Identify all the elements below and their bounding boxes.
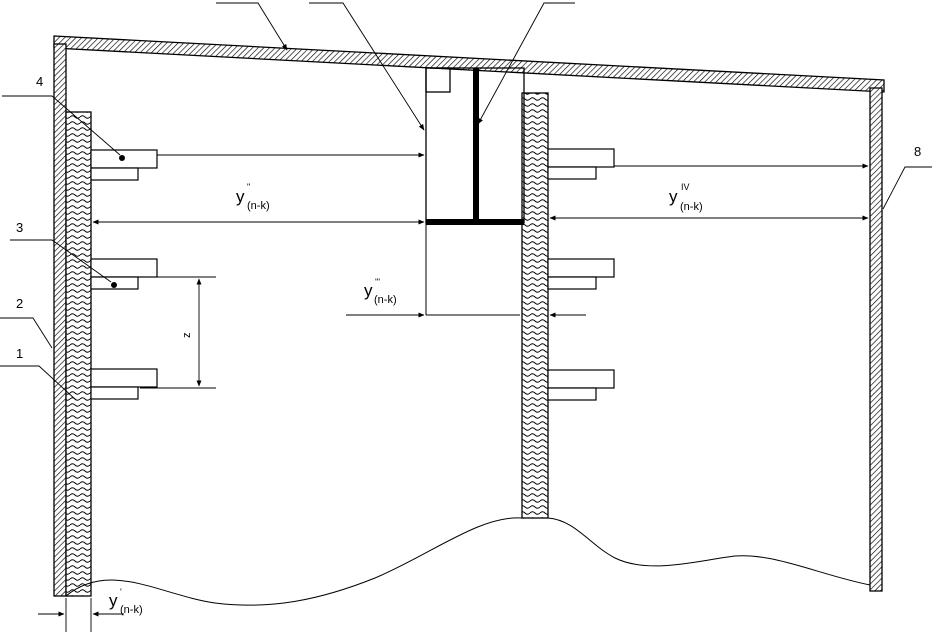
svg-text:y: y [669, 187, 678, 206]
callout-1: 1 [16, 346, 23, 361]
label-y3: y '" (n-k) [364, 277, 397, 306]
callout-8: 8 [914, 144, 921, 159]
middle-insulation-panel [521, 92, 549, 519]
right-bracket-bottom [547, 369, 615, 401]
column-stem [473, 68, 479, 221]
label-y4: y IV (n-k) [669, 182, 703, 213]
column-flange [426, 219, 524, 225]
leader-2 [0, 317, 53, 349]
break-line [65, 517, 871, 606]
right-bracket-mid [547, 258, 615, 290]
svg-text:IV: IV [681, 182, 690, 192]
callout-4: 4 [36, 74, 43, 89]
callout-3: 3 [16, 220, 23, 235]
leader-1 [0, 365, 77, 401]
svg-text:': ' [120, 587, 122, 597]
leader-roof [216, 2, 288, 51]
left-bracket-bottom [90, 368, 158, 400]
label-y1: y ' (n-k) [109, 587, 143, 616]
right-outer-wall [869, 87, 883, 592]
leader-column-stem [477, 2, 575, 125]
leader-column-left [309, 2, 425, 131]
label-z: z [181, 333, 193, 339]
leader-8 [882, 166, 932, 210]
svg-text:y: y [236, 187, 245, 206]
leader-3 [10, 239, 112, 283]
svg-text:(n-k): (n-k) [120, 604, 143, 616]
column-cap-inner [425, 67, 451, 93]
leader-4 [2, 95, 121, 156]
left-bracket-mid [90, 258, 158, 290]
left-insulation-panel [65, 111, 92, 597]
roof-slab [53, 35, 885, 93]
svg-text:y: y [364, 281, 373, 300]
svg-text:(n-k): (n-k) [374, 294, 397, 306]
callout-2: 2 [16, 296, 23, 311]
svg-text:'": '" [375, 277, 380, 287]
svg-text:y: y [109, 591, 118, 610]
svg-text:": " [247, 182, 250, 192]
left-bracket-top [90, 149, 158, 181]
left-outer-wall [53, 43, 67, 597]
svg-text:(n-k): (n-k) [680, 201, 703, 213]
label-y2: y " (n-k) [236, 182, 270, 212]
svg-text:(n-k): (n-k) [247, 200, 270, 212]
right-bracket-top [547, 148, 615, 180]
